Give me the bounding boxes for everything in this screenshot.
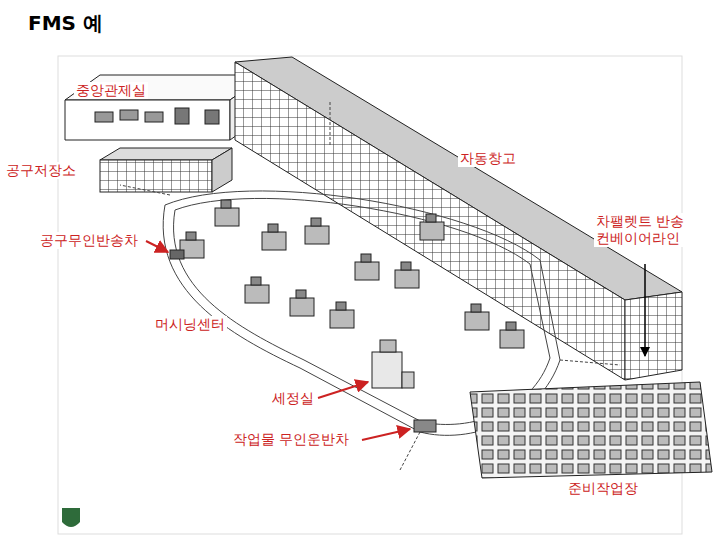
callout-label: 중앙관제실	[74, 82, 148, 99]
callout-label: 차팰렛트 반송 컨베이어라인	[594, 213, 698, 247]
callout-label: 작업물 무인운반차	[231, 431, 351, 448]
tool-storage	[100, 148, 232, 192]
callout-label: 세정실	[270, 390, 316, 407]
slide-title: FMS 예	[28, 10, 103, 37]
preparation-area	[470, 382, 712, 478]
callout-label: 자동창고	[458, 150, 518, 167]
callout-label: 공구저장소	[4, 162, 78, 179]
leader-arrows	[146, 241, 410, 440]
callout-label: 공구무인반송차	[38, 232, 140, 249]
work-agv	[414, 420, 436, 432]
machining-centers	[180, 200, 524, 348]
callout-label: 준비작업장	[566, 480, 640, 497]
callout-label: 머시닝센터	[153, 316, 227, 333]
conveyor-arrow	[644, 264, 646, 356]
logo	[62, 508, 80, 527]
tool-agv	[170, 250, 184, 259]
cleaning-room	[372, 340, 414, 388]
